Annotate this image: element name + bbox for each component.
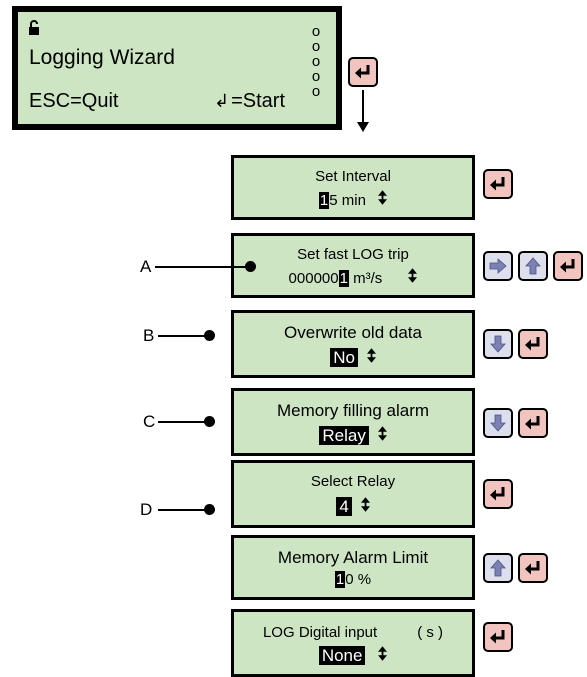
log-digital-input-label: LOG Digital input xyxy=(262,624,378,641)
memory-filling-value: Relay xyxy=(234,426,472,446)
enter-icon xyxy=(558,256,578,276)
status-dot: o xyxy=(311,38,321,55)
up-down-arrows-icon xyxy=(378,190,387,205)
up-arrow-icon xyxy=(488,558,508,578)
memory-alarm-limit-title: Memory Alarm Limit xyxy=(277,548,429,567)
down-button[interactable] xyxy=(483,329,513,359)
callout-d-dot xyxy=(204,504,215,515)
log-digital-input-value: None xyxy=(234,646,472,666)
overwrite-title: Overwrite old data xyxy=(284,323,422,342)
up-button[interactable] xyxy=(483,553,513,583)
status-indicators: o o o o o xyxy=(310,24,322,99)
interval-rest: 5 min xyxy=(329,192,366,209)
down-arrow-icon xyxy=(488,413,508,433)
status-dot: o xyxy=(311,68,321,85)
callout-c-dot xyxy=(204,416,215,427)
log-digital-input-screen: LOG Digital input ( s ) None xyxy=(231,609,475,677)
callout-b-dot xyxy=(204,330,215,341)
main-display-screen: Logging Wizard ESC=Quit ↲=Start o o o o … xyxy=(18,12,336,124)
limit-rest: 0 % xyxy=(345,571,372,588)
select-relay-title: Select Relay xyxy=(310,473,396,490)
right-button[interactable] xyxy=(483,251,513,281)
memory-filling-title: Memory filling alarm xyxy=(276,401,430,420)
enter-button[interactable] xyxy=(518,408,548,438)
enter-button[interactable] xyxy=(518,553,548,583)
enter-icon xyxy=(523,413,543,433)
memory-alarm-limit-screen: Memory Alarm Limit 10 % xyxy=(231,535,475,600)
overwrite-old-data-screen: Overwrite old data No xyxy=(231,310,475,378)
enter-button[interactable] xyxy=(553,251,583,281)
cursor-digit: 1 xyxy=(334,571,346,588)
enter-icon xyxy=(488,174,508,194)
overwrite-value: No xyxy=(234,348,472,368)
callout-a-label: A xyxy=(140,257,152,276)
enter-icon xyxy=(488,484,508,504)
status-dot: o xyxy=(311,53,321,70)
log-digital-input-title: LOG Digital input ( s ) xyxy=(234,624,472,641)
enter-button[interactable] xyxy=(483,622,513,652)
callout-a-dot xyxy=(245,261,256,272)
enter-icon xyxy=(488,627,508,647)
callout-d-line xyxy=(158,509,210,511)
callout-a-line xyxy=(155,266,251,268)
callout-b-label: B xyxy=(143,326,155,345)
start-label-group: ↲=Start xyxy=(214,90,285,113)
select-relay-screen: Select Relay 4 xyxy=(231,460,475,528)
set-fast-log-trip-screen: Set fast LOG trip 0000001 m³/s xyxy=(231,233,475,298)
up-down-arrows-icon xyxy=(361,497,370,512)
up-button[interactable] xyxy=(518,251,548,281)
memory-filling-alarm-screen: Memory filling alarm Relay xyxy=(231,388,475,456)
select-relay-value: 4 xyxy=(234,497,472,517)
callout-d-label: D xyxy=(140,500,153,519)
up-down-arrows-icon xyxy=(408,268,417,283)
overwrite-selection: No xyxy=(330,348,358,367)
status-dot: o xyxy=(311,23,321,40)
right-arrow-icon xyxy=(488,256,508,276)
wizard-title: Logging Wizard xyxy=(29,46,175,69)
log-digital-input-suffix: ( s ) xyxy=(417,624,444,641)
return-symbol-icon: ↲ xyxy=(214,91,230,111)
enter-icon xyxy=(523,334,543,354)
callout-c-line xyxy=(158,421,210,423)
start-enter-button[interactable] xyxy=(348,57,378,87)
callout-c-label: C xyxy=(143,412,156,431)
set-interval-screen: Set Interval 15 min xyxy=(231,155,475,220)
enter-button[interactable] xyxy=(518,329,548,359)
cursor-digit: 1 xyxy=(338,270,349,287)
callout-b-line xyxy=(158,335,210,337)
set-interval-title: Set Interval xyxy=(315,168,391,185)
digital-input-selection: None xyxy=(318,646,366,665)
enter-icon xyxy=(353,62,373,82)
status-dot: o xyxy=(311,83,321,100)
trip-prefix: 000000 xyxy=(288,270,339,287)
esc-quit-label: ESC=Quit xyxy=(29,90,119,112)
fast-log-trip-value: 0000001 m³/s xyxy=(234,268,472,287)
up-down-arrows-icon xyxy=(378,646,387,661)
alarm-selection: Relay xyxy=(319,426,369,445)
up-down-arrows-icon xyxy=(378,426,387,441)
up-down-arrows-icon xyxy=(367,348,376,363)
trip-unit: m³/s xyxy=(348,270,383,287)
flow-down-arrow-icon xyxy=(357,90,369,132)
relay-number: 4 xyxy=(336,497,352,516)
down-button[interactable] xyxy=(483,408,513,438)
cursor-digit: 1 xyxy=(318,192,330,209)
down-arrow-icon xyxy=(488,334,508,354)
up-arrow-icon xyxy=(523,256,543,276)
fast-log-trip-title: Set fast LOG trip xyxy=(297,246,409,263)
enter-button[interactable] xyxy=(483,479,513,509)
enter-icon xyxy=(523,558,543,578)
enter-button[interactable] xyxy=(483,169,513,199)
set-interval-value: 15 min xyxy=(234,190,472,209)
main-display: Logging Wizard ESC=Quit ↲=Start o o o o … xyxy=(12,6,342,130)
start-label: =Start xyxy=(231,90,286,112)
unlocked-padlock-icon xyxy=(29,20,39,35)
memory-alarm-limit-value: 10 % xyxy=(234,571,472,588)
